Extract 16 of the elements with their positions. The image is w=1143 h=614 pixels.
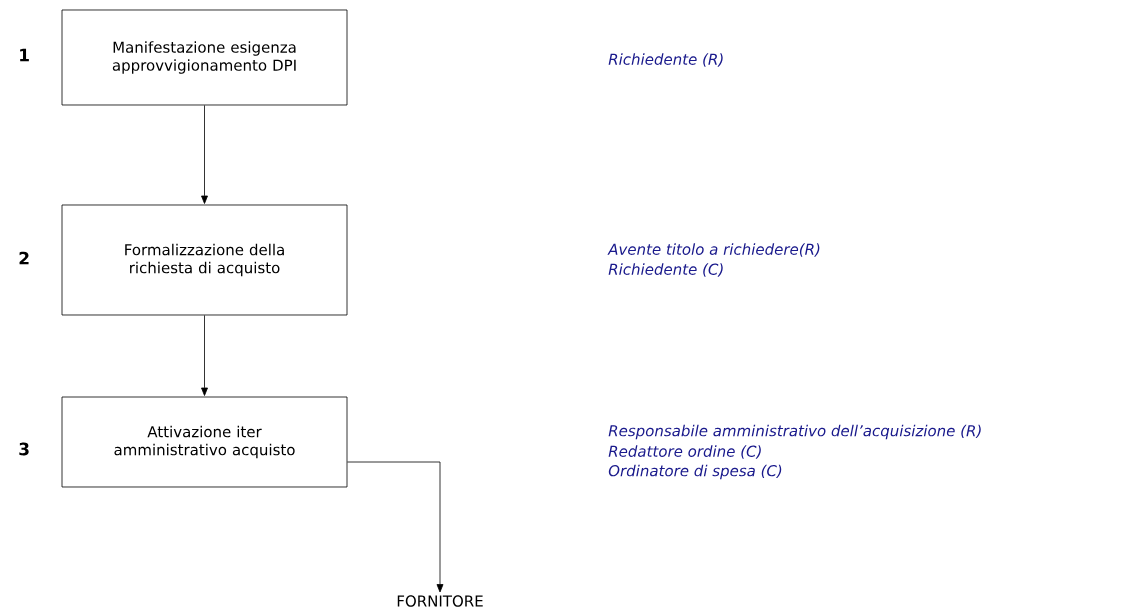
role-label: Redattore ordine (C) (608, 445, 761, 459)
step-number: 1 (20, 48, 29, 62)
end-label: FORNITORE (397, 595, 483, 607)
process-box: Attivazione iter amministrativo acquisto (61, 396, 348, 488)
role-label: Richiedente (C) (608, 263, 723, 277)
step-number: 3 (19, 442, 29, 456)
process-box: Formalizzazione della richiesta di acquisto (61, 204, 348, 316)
step-number: 2 (19, 251, 29, 265)
role-label: Ordinatore di spesa (C) (608, 464, 782, 480)
role-label: Richiedente (R) (608, 53, 723, 67)
arrow (201, 315, 208, 396)
process-box: Manifestazione esigenza approvvigionamento DPI (61, 9, 348, 106)
arrow (201, 105, 208, 204)
role-label: Avente titolo a richiedere(R) (607, 243, 820, 257)
role-label: Responsabile amministrativo dell’acquisizione (R) (608, 424, 981, 440)
arrow (347, 461, 444, 593)
